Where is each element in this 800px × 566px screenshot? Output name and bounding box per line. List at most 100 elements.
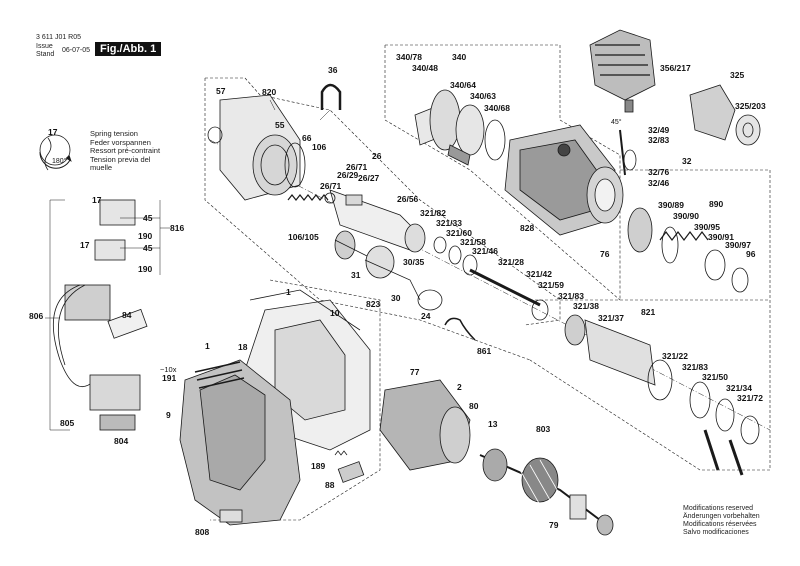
part-label: 1 — [205, 341, 210, 351]
shaft-26 — [324, 189, 426, 253]
rings-890 — [627, 207, 749, 293]
part-label: 321/34 — [726, 383, 752, 393]
spring-note-line: muelle — [90, 163, 113, 172]
part-label: 106 — [312, 142, 327, 152]
part-label: 57 — [216, 86, 226, 96]
part-label: 18 — [238, 342, 248, 352]
part-label: 30/35 — [403, 257, 425, 267]
part-label: 9 — [166, 410, 171, 420]
part-label: 77 — [410, 367, 420, 377]
hammer-tube-body — [504, 124, 624, 236]
part-label: 325 — [730, 70, 745, 80]
switch-wiring — [53, 199, 148, 431]
part-label: 861 — [477, 346, 492, 356]
chuck-assembly-340 — [414, 89, 506, 166]
footer-line: Änderungen vorbehalten — [683, 513, 760, 520]
part-label: 55 — [275, 120, 285, 130]
part-label: 30 — [391, 293, 401, 303]
part-label: 321/83 — [558, 291, 584, 301]
part-label: 26/71 — [346, 162, 368, 172]
spring-note-angle: 180° — [52, 158, 67, 165]
part-label: 340/64 — [450, 80, 476, 90]
part-label: 321/83 — [682, 362, 708, 372]
part-label: 32/46 — [648, 178, 670, 188]
issue-date: 06-07-05 — [62, 47, 91, 54]
part-label: 821 — [641, 307, 656, 317]
part-label: 321/46 — [472, 246, 498, 256]
doc-number: 3 611 J01 R05 — [36, 34, 82, 41]
part-label: 26 — [372, 151, 382, 161]
axis-line — [209, 139, 771, 431]
part-label: 1 — [286, 287, 291, 297]
footer-line: Salvo modificaciones — [683, 529, 749, 536]
handle-housing-9 — [179, 359, 301, 526]
part-label: 66 — [302, 133, 312, 143]
lever-32 — [619, 129, 637, 176]
part-label: 79 — [549, 520, 559, 530]
spring-tension-symbol — [39, 134, 72, 171]
part-label: 45 — [143, 243, 153, 253]
part-label: 96 — [746, 249, 756, 259]
part-label: 321/22 — [662, 351, 688, 361]
part-label: 803 — [536, 424, 551, 434]
part-label: 820 — [262, 87, 277, 97]
spring-note-line: Spring tension — [90, 129, 138, 138]
footer-line: Modifications reserved — [683, 505, 754, 512]
part-label: 805 — [60, 418, 75, 428]
footer-line: Modifications réservées — [683, 521, 757, 528]
armature-803 — [479, 448, 614, 536]
part-label: 340/63 — [470, 91, 496, 101]
spring-note-line: Tension previa del — [90, 154, 151, 164]
part-label: 84 — [122, 310, 132, 320]
part-label: 816 — [170, 223, 185, 233]
part-label: 321/72 — [737, 393, 763, 403]
part-label: 356/217 — [660, 63, 691, 73]
part-label: 2 — [457, 382, 462, 392]
chuck-325 — [689, 84, 761, 146]
part-label: 321/33 — [436, 218, 462, 228]
part-label: 32/83 — [648, 135, 670, 145]
part-label: 321/58 — [460, 237, 486, 247]
gear-housing-820 — [207, 94, 306, 201]
part-label: 26/56 — [397, 194, 419, 204]
part-label: 45° — [611, 119, 622, 126]
part-label: 340/48 — [412, 63, 438, 73]
part-label: 321/42 — [526, 269, 552, 279]
spring-note-line: Ressort pré-contraint — [90, 146, 161, 155]
part-label: 321/38 — [573, 301, 599, 311]
stand-label: Stand — [36, 51, 55, 58]
part-label: 189 — [311, 461, 326, 471]
part-label: 823 — [366, 299, 381, 309]
part-label: 26/29 — [337, 170, 359, 180]
modifications-note: Modifications reserved Änderungen vorbeh… — [683, 505, 760, 537]
part-label: 325/203 — [735, 101, 766, 111]
part-label: 828 — [520, 223, 535, 233]
part-label: 191 — [162, 373, 177, 383]
part-label: 321/60 — [446, 228, 472, 238]
part-label: 321/59 — [538, 280, 564, 290]
part-label: 24 — [421, 311, 431, 321]
part-label: 88 — [325, 480, 335, 490]
part-label: 804 — [114, 436, 129, 446]
sleeve-828 — [433, 236, 549, 321]
spindle-821 — [564, 314, 760, 476]
part-label: 26/27 — [358, 173, 380, 183]
part-label: 32/49 — [648, 125, 670, 135]
hook-part-36 — [320, 83, 342, 110]
spring-note-line: Feder vorspannen — [90, 137, 151, 147]
part-label: ~10x — [160, 365, 177, 374]
part-label: 17 — [80, 240, 90, 250]
part-label: 32/76 — [648, 167, 670, 177]
part-label: 390/95 — [694, 222, 720, 232]
part-label: 106/105 — [288, 232, 319, 242]
part-label: 321/28 — [498, 257, 524, 267]
part-label: 17 — [92, 195, 102, 205]
part-label: 806 — [29, 311, 44, 321]
part-label: 321/82 — [420, 208, 446, 218]
part-label: 890 — [709, 199, 724, 209]
part-label: 321/50 — [702, 372, 728, 382]
part-label: 321/37 — [598, 313, 624, 323]
part-label: 340/78 — [396, 52, 422, 62]
part-label: 190 — [138, 231, 153, 241]
